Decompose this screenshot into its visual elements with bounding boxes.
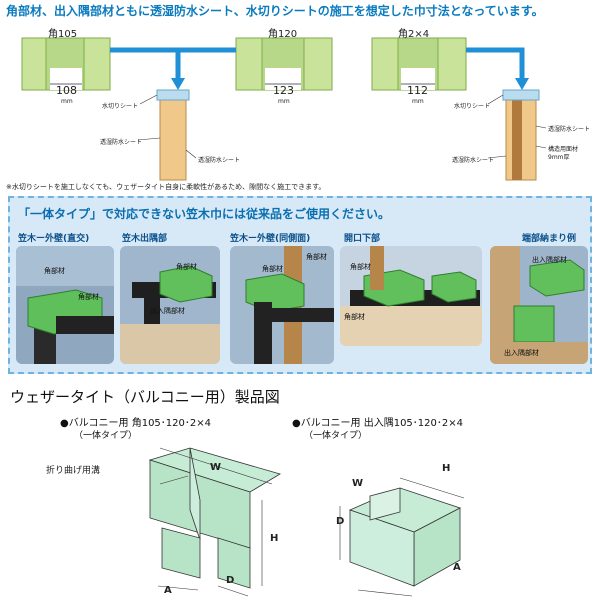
panel-kaku120 — [235, 37, 333, 91]
product-left-drawing — [148, 447, 281, 597]
dim-value-2: 123 — [273, 84, 294, 97]
wood-post-right — [487, 89, 547, 181]
photo-1-tag-1: 角部材 — [44, 267, 65, 275]
photo-3-tag-1: 角部材 — [262, 265, 283, 273]
photo-caption-2: 笠木出隅部 — [122, 234, 168, 244]
product-right-dim-d: D — [336, 516, 345, 527]
photo-3-tag-2: 角部材 — [306, 253, 327, 261]
product-left-name: ●バルコニー用 角105･120･2×4 — [60, 418, 211, 429]
panel-kaku105 — [21, 37, 111, 91]
product-left-dim-h: H — [270, 533, 279, 544]
arrow-left — [110, 47, 181, 82]
photo-caption-3: 笠木ー外壁(同側面) — [230, 234, 311, 244]
callout-right-1: 水切りシート — [454, 103, 491, 110]
photo-caption-4: 開口下部 — [344, 234, 381, 244]
callout-right-4: 9mm厚 — [548, 154, 570, 161]
size-label-1: 角105 — [48, 29, 78, 40]
wood-post-left — [137, 89, 197, 181]
callout-left-1: 水切りシート — [102, 103, 139, 110]
size-label-3: 角2×4 — [398, 29, 430, 40]
product-right-dim-h: H — [442, 463, 451, 474]
product-left-type: （一体タイプ） — [74, 431, 138, 441]
callout-right-5: 透湿防水シート — [452, 157, 495, 164]
photo-1 — [16, 246, 114, 364]
product-right-dim-a: A — [453, 562, 461, 573]
photo-5 — [490, 246, 588, 364]
footnote: ※水切りシートを施工しなくても、ウェザータイト自身に柔軟性があるため、隙間なく施… — [6, 183, 326, 191]
product-left-dim-d: D — [226, 575, 235, 586]
product-left-dim-a: A — [164, 585, 172, 596]
callout-right-3: 構造用面材 — [548, 146, 579, 153]
size-label-2: 角120 — [268, 29, 298, 40]
groove-label: 折り曲げ用溝 — [46, 466, 101, 476]
photo-3 — [230, 246, 334, 364]
photo-5-tag-2: 出入隅部材 — [504, 349, 539, 357]
top-diagram — [21, 37, 547, 181]
product-right-drawing — [339, 477, 465, 597]
photo-2 — [120, 246, 220, 364]
photo-2-tag-2: 出入隅部材 — [150, 307, 185, 315]
dim-value-3: 112 — [407, 84, 428, 97]
dim-unit-3: mm — [412, 98, 424, 105]
product-right-type: （一体タイプ） — [304, 431, 368, 441]
callout-right-2: 透湿防水シート — [548, 126, 591, 133]
photo-5-tag-1: 出入隅部材 — [532, 256, 567, 264]
photo-caption-1: 笠木ー外壁(直交) — [18, 234, 90, 244]
dim-unit-1: mm — [61, 98, 73, 105]
dim-value-1: 108 — [56, 84, 77, 97]
product-left-dim-w: W — [210, 462, 222, 473]
product-right-name: ●バルコニー用 出入隅105･120･2×4 — [292, 418, 463, 429]
panel-kaku2x4 — [371, 37, 467, 91]
photo-4-tag-1: 角部材 — [350, 263, 371, 271]
dim-unit-2: mm — [278, 98, 290, 105]
photo-2-tag-1: 角部材 — [176, 263, 197, 271]
callout-left-3: 透湿防水シート — [198, 157, 241, 164]
products-title: ウェザータイト（バルコニー用）製品図 — [10, 388, 280, 406]
arrow-right — [466, 47, 525, 82]
photo-4 — [340, 246, 482, 346]
banner-title: 「一体タイプ」で対応できない笠木巾には従来品をご使用ください。 — [18, 207, 391, 221]
photo-4-tag-2: 角部材 — [344, 313, 365, 321]
product-right-dim-w: W — [352, 478, 364, 489]
page-header: 角部材、出入隅部材ともに透湿防水シート、水切りシートの施工を想定した巾寸法となっ… — [6, 4, 544, 18]
callout-left-2: 透湿防水シート — [100, 139, 143, 146]
photo-1-tag-2: 角部材 — [78, 293, 99, 301]
photo-caption-5: 端部納まり例 — [522, 234, 577, 244]
